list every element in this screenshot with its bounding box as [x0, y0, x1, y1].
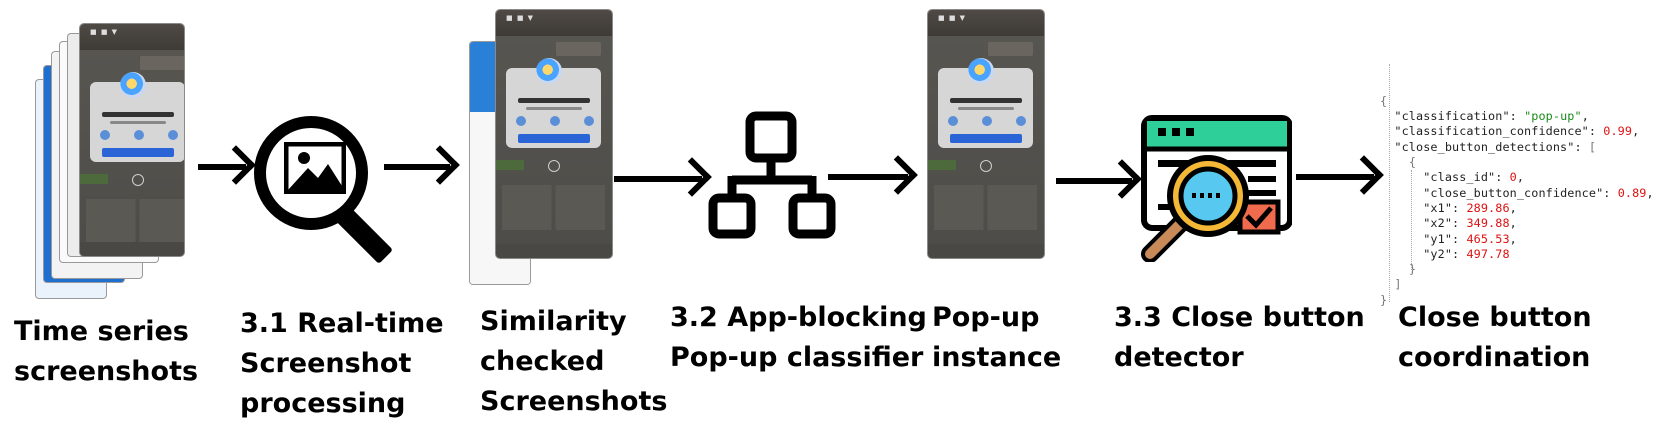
step-label-close-coordination: Close button coordination: [1398, 302, 1592, 373]
window-inspect-icon: [1141, 115, 1292, 262]
popup-screenshot: ■ ■ ▼: [496, 10, 612, 258]
step-label-time-series: Time series screenshots: [14, 316, 199, 387]
arrow-1: [198, 164, 246, 170]
step-label-realtime-processing: 3.1 Real-time Screenshot processing: [240, 308, 444, 419]
step-label-close-detector: 3.3 Close button detector: [1114, 302, 1365, 373]
arrow-4: [828, 174, 908, 180]
hierarchy-icon: [708, 111, 836, 239]
close-button-json-output: { "classification": "pop-up", "classific…: [1380, 48, 1654, 308]
step-label-popup-classifier: 3.2 App-blocking Pop-up classifier: [670, 302, 927, 373]
arrow-6: [1296, 174, 1374, 180]
step-label-similarity-checked: Similarity checked Screenshots: [480, 306, 668, 417]
popup-screenshot-front: ■ ■ ▼: [80, 24, 184, 256]
popup-instance-screenshot: ■ ■ ▼: [928, 10, 1044, 258]
step-label-popup-instance: Pop-up instance: [932, 302, 1062, 373]
arrow-2: [384, 164, 450, 170]
arrow-5: [1056, 178, 1132, 184]
arrow-3: [614, 176, 702, 182]
